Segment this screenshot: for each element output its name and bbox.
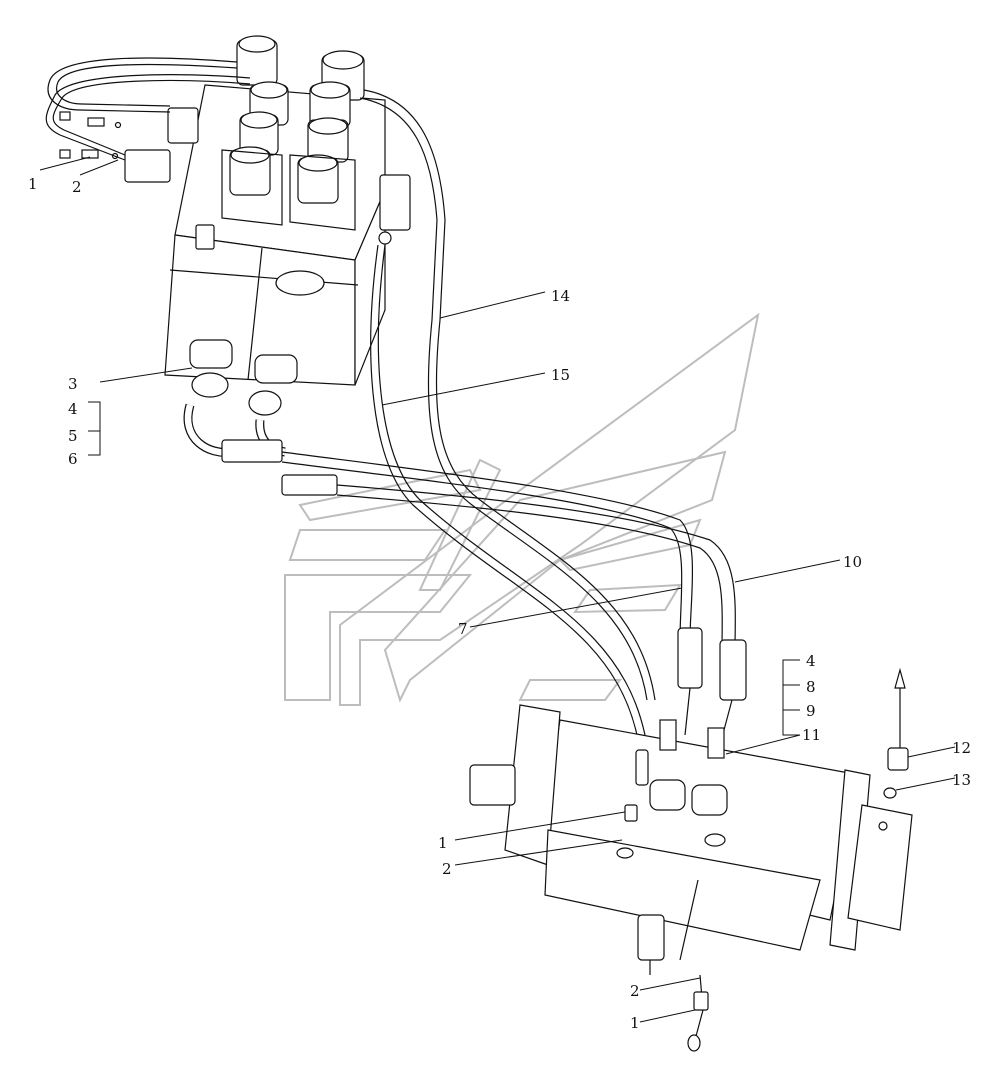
callout-label: 2	[72, 178, 82, 196]
callout-label: 5	[68, 427, 78, 445]
arrow-up-icon	[894, 667, 906, 748]
callout-label: 13	[952, 771, 971, 789]
pilot-lines	[45, 57, 446, 321]
callout-label: 15	[551, 366, 570, 384]
callout-label: 1	[28, 175, 38, 193]
callout-label: 11	[802, 726, 821, 744]
leader-lines	[39, 156, 956, 1023]
valve-block	[124, 35, 411, 496]
callout-label: 3	[68, 375, 78, 393]
callout-label: 14	[551, 287, 570, 305]
callout-label: 8	[806, 678, 816, 696]
callout-label: 7	[458, 620, 468, 638]
hose-lines	[281, 244, 747, 746]
callout-label: 4	[806, 652, 816, 670]
callout-label: 4	[68, 400, 78, 418]
callout-label: 2	[442, 860, 452, 878]
callout-label: 10	[843, 553, 862, 571]
callout-label: 12	[952, 739, 971, 757]
callout-labels: 1 2 3 4 5 6 14 15 10 7 4 8 9 11 12 13 1 …	[28, 175, 971, 1032]
callout-label: 1	[630, 1014, 640, 1032]
pump-assembly	[469, 704, 913, 1052]
callout-label: 1	[438, 834, 448, 852]
callout-label: 2	[630, 982, 640, 1000]
callout-label: 9	[806, 702, 816, 720]
callout-label: 6	[68, 450, 78, 468]
